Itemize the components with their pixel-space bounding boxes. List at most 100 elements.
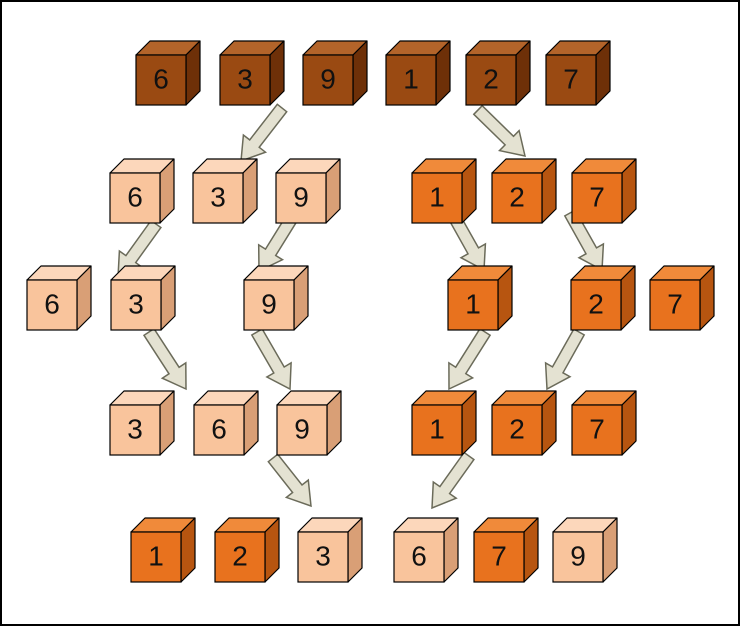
cube-label: 9: [570, 540, 586, 571]
cube-row4-1: 3: [109, 390, 175, 456]
cube-label: 6: [153, 63, 169, 94]
cube-front-face: [465, 54, 517, 106]
cube-row4-3: 9: [276, 390, 342, 456]
cube-front-face: [192, 172, 244, 224]
cube-row5-3: 3: [297, 517, 363, 583]
cube-row5-2: 2: [214, 517, 280, 583]
cube-label: 9: [261, 288, 277, 319]
cube-label: 6: [127, 181, 143, 212]
cube-row4-5: 2: [491, 390, 557, 456]
arrow-9: [448, 327, 492, 391]
cube-row4-4: 1: [411, 390, 477, 456]
cube-row5-6: 9: [552, 517, 618, 583]
cube-label: 7: [589, 413, 605, 444]
cube-front-face: [473, 531, 525, 583]
cube-front-face: [385, 54, 437, 106]
arrow-8: [250, 327, 292, 391]
cube-row2-1: 6: [109, 158, 175, 224]
arrow-2: [472, 104, 526, 157]
cube-front-face: [26, 279, 78, 331]
cube-front-face: [219, 54, 271, 106]
cube-front-face: [109, 172, 161, 224]
cube-row1-3: 9: [302, 40, 368, 106]
cube-label: 7: [491, 540, 507, 571]
cube-label: 2: [509, 413, 525, 444]
cube-label: 6: [411, 540, 427, 571]
cube-label: 1: [403, 63, 419, 94]
cube-front-face: [649, 279, 701, 331]
cube-front-face: [571, 172, 623, 224]
cube-label: 3: [210, 181, 226, 212]
cube-label: 2: [483, 63, 499, 94]
cube-front-face: [276, 404, 328, 456]
cube-row2-3: 9: [275, 158, 341, 224]
cube-row3-6: 7: [649, 265, 715, 331]
cube-front-face: [302, 54, 354, 106]
cube-row2-6: 7: [571, 158, 637, 224]
arrow-layer: [117, 103, 605, 510]
cube-label: 3: [127, 413, 143, 444]
arrow-11: [267, 453, 312, 508]
cube-label: 9: [320, 63, 336, 94]
cube-row3-2: 3: [110, 265, 176, 331]
cube-front-face: [130, 531, 182, 583]
cube-front-face: [135, 54, 187, 106]
cube-row4-2: 6: [193, 390, 259, 456]
cube-front-face: [491, 172, 543, 224]
cube-row3-4: 1: [447, 265, 513, 331]
cube-label: 1: [148, 540, 164, 571]
cube-row5-5: 7: [473, 517, 539, 583]
cube-front-face: [243, 279, 295, 331]
cube-front-face: [570, 279, 622, 331]
cube-label: 7: [667, 288, 683, 319]
cube-front-face: [491, 404, 543, 456]
cube-front-face: [110, 279, 162, 331]
cube-front-face: [275, 172, 327, 224]
arrow-10: [544, 328, 586, 391]
cube-row1-1: 6: [135, 40, 201, 106]
cube-label: 1: [429, 413, 445, 444]
cube-front-face: [109, 404, 161, 456]
cube-label: 2: [588, 288, 604, 319]
cube-front-face: [552, 531, 604, 583]
cube-row1-4: 1: [385, 40, 451, 106]
cube-front-face: [393, 531, 445, 583]
cube-label: 7: [563, 63, 579, 94]
cube-row2-2: 3: [192, 158, 258, 224]
cube-label: 2: [232, 540, 248, 571]
cube-front-face: [297, 531, 349, 583]
cube-front-face: [571, 404, 623, 456]
cube-front-face: [411, 172, 463, 224]
cube-label: 9: [293, 181, 309, 212]
arrow-1: [240, 103, 288, 163]
arrow-12: [431, 451, 475, 510]
cube-row3-3: 9: [243, 265, 309, 331]
cube-front-face: [193, 404, 245, 456]
cube-label: 9: [294, 413, 310, 444]
cube-row2-4: 1: [411, 158, 477, 224]
cube-row3-5: 2: [570, 265, 636, 331]
cube-row1-5: 2: [465, 40, 531, 106]
cube-label: 3: [128, 288, 144, 319]
cube-row3-1: 6: [26, 265, 92, 331]
cube-row1-2: 3: [219, 40, 285, 106]
cube-label: 7: [589, 181, 605, 212]
cube-label: 6: [211, 413, 227, 444]
cube-row2-5: 2: [491, 158, 557, 224]
cube-label: 6: [44, 288, 60, 319]
cube-label: 1: [429, 181, 445, 212]
cube-front-face: [411, 404, 463, 456]
cube-label: 3: [237, 63, 253, 94]
cube-front-face: [545, 54, 597, 106]
cube-row5-4: 6: [393, 517, 459, 583]
cube-label: 1: [465, 288, 481, 319]
cube-label: 2: [509, 181, 525, 212]
cube-row5-1: 1: [130, 517, 196, 583]
cube-front-face: [447, 279, 499, 331]
cube-label: 3: [315, 540, 331, 571]
cube-row4-6: 7: [571, 390, 637, 456]
cube-row1-6: 7: [545, 40, 611, 106]
